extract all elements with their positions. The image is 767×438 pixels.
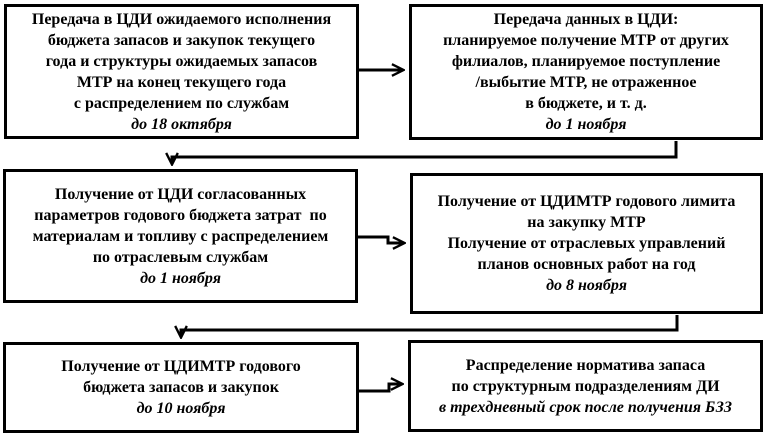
step-text-line: Получение от ЦДИ согласованных bbox=[54, 185, 307, 203]
step-text-line: Получение от отраслевых управлений bbox=[447, 235, 726, 252]
step-deadline: до 1 ноября bbox=[545, 116, 627, 133]
step-text-line: Передача в ЦДИ ожидаемого исполнения bbox=[31, 10, 332, 28]
step-deadline: в трехдневный срок после получения БЗЗ bbox=[438, 398, 733, 416]
step-text-line: параметров годового бюджета затрат по bbox=[34, 206, 327, 224]
step-text-line: планов основных работ на год bbox=[477, 256, 696, 273]
step-text-line: бюджета запасов и закупок bbox=[83, 379, 279, 396]
arrow-step4-to-step5 bbox=[181, 315, 679, 337]
arrow-step5-to-step6 bbox=[359, 384, 402, 393]
flow-step-2: Передача данных в ЦДИ: планируемое получ… bbox=[409, 4, 763, 140]
step-text-line: года и структуры ожидаемых запасов bbox=[45, 52, 318, 70]
flow-step-1: Передача в ЦДИ ожидаемого исполнения бюд… bbox=[4, 4, 359, 139]
flow-step-4: Получение от ЦДИМТР годового лимита на з… bbox=[410, 173, 763, 314]
step-text-line: Получение от ЦДИМТР годового bbox=[61, 358, 301, 375]
step-text-line: по отраслевым службам bbox=[92, 248, 269, 266]
step-text-line: Распределение норматива запаса bbox=[465, 356, 706, 374]
step-deadline: до 1 ноября bbox=[140, 269, 221, 287]
flow-step-6: Распределение норматива запаса по структ… bbox=[408, 340, 763, 432]
step-text-line: по структурным подразделениям ДИ bbox=[451, 377, 720, 395]
step-text-line: МТР на конец текущего года bbox=[76, 73, 287, 91]
arrow-step3-to-step4 bbox=[358, 235, 404, 243]
step-text-line: планируемое получение МТР от других bbox=[443, 32, 729, 49]
step-text-line: филиалов, планируемое поступление bbox=[451, 53, 721, 70]
step-text-line: на закупку МТР bbox=[527, 214, 646, 231]
step-deadline: до 8 ноября bbox=[546, 277, 627, 294]
flow-step-5: Получение от ЦДИМТР годового бюджета зап… bbox=[3, 342, 359, 433]
step-text-line: Передача данных в ЦДИ: bbox=[493, 11, 679, 28]
step-deadline: до 10 ноября bbox=[136, 400, 226, 417]
step-text-line: в бюджете, и т. д. bbox=[525, 95, 647, 112]
step-text-line: бюджета запасов и закупок текущего bbox=[47, 31, 316, 49]
step-text-line: Получение от ЦДИМТР годового лимита bbox=[437, 193, 736, 210]
step-text-line: материалам и топливу с распределением bbox=[32, 227, 329, 245]
step-deadline: до 18 октября bbox=[131, 115, 232, 133]
step-text-line: /выбытие МТР, не отраженное bbox=[475, 74, 697, 91]
step-text-line: с распределением по службам bbox=[73, 94, 290, 112]
arrow-step2-to-step3 bbox=[172, 141, 678, 164]
flow-step-3: Получение от ЦДИ согласованных параметро… bbox=[3, 169, 358, 303]
